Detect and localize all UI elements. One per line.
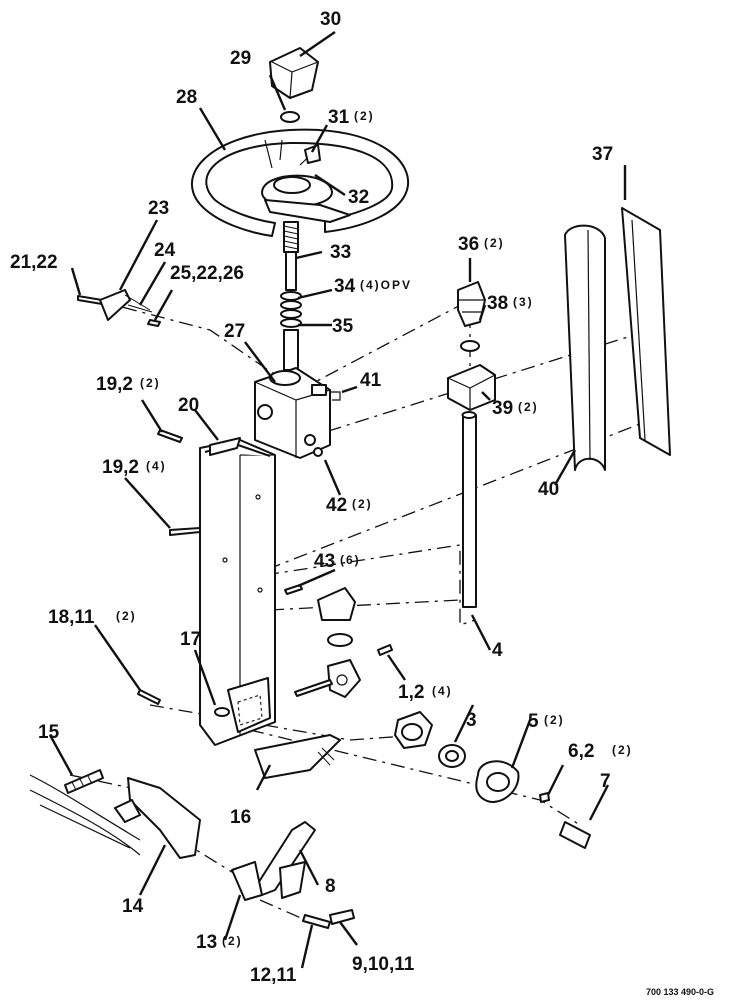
- callout-1-2: 1,2: [398, 682, 424, 703]
- callout-31-qty: (2): [354, 109, 375, 123]
- callout-30: 30: [320, 9, 341, 30]
- callout-20: 20: [178, 395, 199, 416]
- callout-23: 23: [148, 198, 169, 219]
- long-shaft: [461, 411, 477, 608]
- bearings: [394, 711, 591, 849]
- callout-3: 3: [466, 710, 477, 731]
- callout-36-qty: (2): [484, 236, 505, 250]
- callout-17: 17: [180, 629, 201, 650]
- callout-5: 5: [528, 711, 539, 732]
- callout-18-11-qty: (2): [116, 609, 137, 623]
- callout-21-22: 21,22: [10, 252, 58, 273]
- shields: [564, 207, 671, 471]
- callout-25-22-26: 25,22,26: [170, 263, 244, 284]
- callout-12-11: 12,11: [250, 965, 297, 986]
- callout-40: 40: [538, 479, 559, 500]
- callout-19-2-a-qty: (2): [140, 376, 161, 390]
- callout-19-2-a: 19,2: [96, 374, 133, 395]
- document-number: 700 133 490-0-G: [646, 987, 714, 997]
- callout-13-qty: (2): [222, 934, 243, 948]
- callout-24: 24: [154, 240, 176, 261]
- callout-4: 4: [492, 640, 503, 661]
- steering-shaft: [280, 221, 302, 371]
- callout-39-qty: (2): [518, 400, 539, 414]
- callout-35: 35: [332, 316, 354, 337]
- steering-knob: [269, 47, 319, 123]
- callout-32: 32: [348, 187, 369, 208]
- callout-28: 28: [176, 87, 197, 108]
- callout-labels: 30 29 28 31 (2) 32 37 23 33 36 (2) 24 21…: [10, 9, 714, 997]
- callout-34-qty: (4)OPV: [360, 278, 412, 292]
- callout-42-qty: (2): [352, 497, 373, 511]
- callout-19-2-b: 19,2: [102, 457, 139, 478]
- callout-38: 38: [487, 293, 508, 314]
- callout-36: 36: [458, 234, 479, 255]
- callout-43: 43: [314, 551, 335, 572]
- mount-brackets: [317, 281, 496, 698]
- callout-7: 7: [600, 771, 611, 792]
- callout-6-2: 6,2: [568, 741, 594, 762]
- lower-column: [199, 437, 276, 746]
- steering-wheel: [191, 128, 410, 237]
- leaders: [48, 31, 627, 969]
- callout-27: 27: [224, 321, 245, 342]
- bolts: [77, 289, 550, 929]
- callout-16: 16: [230, 807, 251, 828]
- callout-42: 42: [326, 495, 347, 516]
- callout-38-qty: (3): [513, 295, 534, 309]
- callout-5-qty: (2): [544, 713, 565, 727]
- callout-39: 39: [492, 398, 513, 419]
- callout-37: 37: [592, 144, 613, 165]
- callout-14: 14: [122, 896, 144, 917]
- callout-33: 33: [330, 242, 351, 263]
- callout-41: 41: [360, 370, 382, 391]
- callout-34: 34: [334, 276, 356, 297]
- callout-31: 31: [328, 107, 350, 128]
- column-housing: [254, 367, 341, 459]
- callout-18-11: 18,11: [48, 607, 95, 628]
- callout-29: 29: [230, 48, 251, 69]
- callout-6-2-qty: (2): [612, 743, 633, 757]
- pedal-assembly: [29, 734, 341, 901]
- callout-13: 13: [196, 932, 217, 953]
- callout-9-10-11: 9,10,11: [352, 954, 415, 975]
- callout-15: 15: [38, 722, 60, 743]
- callout-43-qty: (6): [340, 553, 361, 567]
- callout-1-2-qty: (4): [432, 684, 453, 698]
- callout-8: 8: [325, 876, 336, 897]
- callout-19-2-b-qty: (4): [146, 459, 167, 473]
